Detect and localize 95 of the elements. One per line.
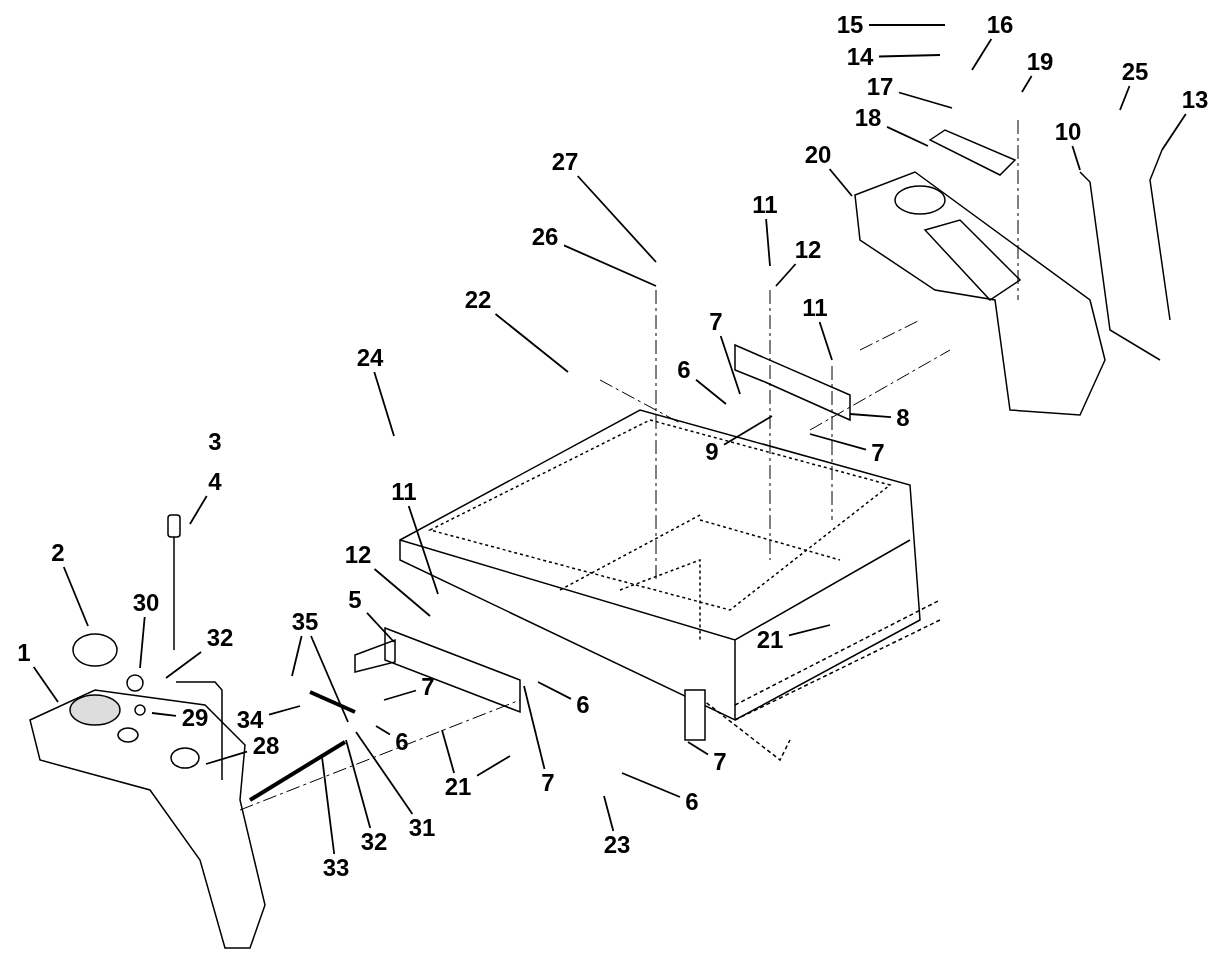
callout-number: 13 bbox=[1181, 87, 1209, 113]
callout-number: 9 bbox=[705, 439, 719, 465]
leader-line bbox=[32, 666, 59, 703]
callout-number: 16 bbox=[986, 12, 1014, 38]
leader-line bbox=[205, 750, 248, 765]
leader-line bbox=[494, 313, 569, 373]
leader-line bbox=[310, 635, 349, 723]
leader-line bbox=[1161, 113, 1187, 151]
leader-line bbox=[537, 681, 572, 700]
callout-number: 30 bbox=[132, 590, 160, 616]
callout-number: 34 bbox=[236, 707, 264, 733]
leader-line bbox=[375, 725, 391, 736]
callout-number: 32 bbox=[206, 625, 234, 651]
leader-line bbox=[621, 772, 681, 798]
leader-line bbox=[151, 712, 177, 717]
leader-line bbox=[373, 371, 395, 437]
callout-number: 26 bbox=[531, 224, 559, 250]
callout-number: 31 bbox=[408, 815, 436, 841]
callout-number: 14 bbox=[846, 44, 874, 70]
leader-line bbox=[523, 685, 546, 770]
leader-line bbox=[407, 505, 439, 595]
callout-number: 35 bbox=[291, 609, 319, 635]
leader-line bbox=[291, 635, 303, 677]
callout-number: 6 bbox=[395, 729, 409, 755]
callout-number: 25 bbox=[1121, 59, 1149, 85]
callout-number: 15 bbox=[836, 12, 864, 38]
leader-line bbox=[971, 38, 993, 71]
callout-number: 1 bbox=[17, 640, 31, 666]
callout-number: 22 bbox=[464, 287, 492, 313]
leader-line bbox=[62, 566, 89, 627]
leader-line bbox=[828, 168, 853, 197]
callout-number: 7 bbox=[713, 749, 727, 775]
leader-line bbox=[1021, 75, 1033, 93]
callout-number: 4 bbox=[208, 469, 222, 495]
leader-line bbox=[719, 335, 741, 395]
leader-line bbox=[687, 741, 709, 756]
leader-line bbox=[886, 126, 929, 147]
callout-number: 23 bbox=[603, 832, 631, 858]
leader-line bbox=[898, 91, 953, 109]
leader-line bbox=[373, 568, 431, 617]
leader-line bbox=[849, 413, 892, 418]
leader-line bbox=[441, 729, 455, 774]
leader-line bbox=[788, 624, 831, 637]
leader-line bbox=[1071, 145, 1081, 171]
leader-line bbox=[189, 495, 208, 525]
callout-number: 18 bbox=[854, 105, 882, 131]
callout-number: 7 bbox=[421, 674, 435, 700]
callout-number: 11 bbox=[391, 479, 417, 505]
callout-number: 5 bbox=[348, 587, 362, 613]
leader-line bbox=[576, 175, 657, 263]
callout-number: 21 bbox=[756, 627, 784, 653]
callout-number: 29 bbox=[181, 705, 209, 731]
leader-line bbox=[868, 24, 946, 26]
leader-line bbox=[165, 651, 202, 679]
leader-line bbox=[723, 415, 773, 446]
leader-line bbox=[139, 616, 146, 669]
callout-number: 11 bbox=[802, 295, 828, 321]
leader-line bbox=[1119, 85, 1131, 111]
leader-line bbox=[695, 378, 727, 405]
leader-line bbox=[268, 705, 301, 716]
callout-number: 2 bbox=[51, 540, 65, 566]
leader-line bbox=[603, 795, 615, 832]
leader-line bbox=[775, 263, 797, 287]
leader-line bbox=[345, 739, 372, 829]
callout-number: 8 bbox=[896, 405, 910, 431]
callout-number: 12 bbox=[344, 542, 372, 568]
callout-number: 11 bbox=[752, 192, 778, 218]
callout-number: 32 bbox=[360, 829, 388, 855]
callout-number: 6 bbox=[576, 692, 590, 718]
callout-number: 6 bbox=[685, 789, 699, 815]
callout-number: 7 bbox=[709, 309, 723, 335]
leader-line bbox=[563, 244, 657, 287]
callout-number: 7 bbox=[541, 770, 555, 796]
callout-number: 21 bbox=[444, 774, 472, 800]
leader-line bbox=[809, 433, 867, 451]
callout-number: 33 bbox=[322, 855, 350, 881]
leader-line bbox=[818, 321, 833, 361]
callout-number: 7 bbox=[871, 440, 885, 466]
leader-line bbox=[355, 731, 414, 815]
callout-number: 20 bbox=[804, 142, 832, 168]
callout-number: 12 bbox=[794, 237, 822, 263]
callout-number: 24 bbox=[356, 345, 384, 371]
leader-line bbox=[383, 689, 417, 701]
callout-number: 27 bbox=[551, 149, 579, 175]
callout-number: 17 bbox=[866, 74, 894, 100]
callout-number: 6 bbox=[677, 357, 691, 383]
leader-line bbox=[476, 755, 511, 777]
callout-number: 10 bbox=[1054, 119, 1082, 145]
leader-line bbox=[765, 218, 771, 267]
callout-number: 28 bbox=[252, 733, 280, 759]
callout-number: 3 bbox=[208, 429, 222, 455]
leader-line bbox=[366, 612, 395, 643]
leader-line bbox=[878, 54, 941, 58]
leader-line bbox=[321, 756, 336, 855]
callout-number: 19 bbox=[1026, 49, 1054, 75]
